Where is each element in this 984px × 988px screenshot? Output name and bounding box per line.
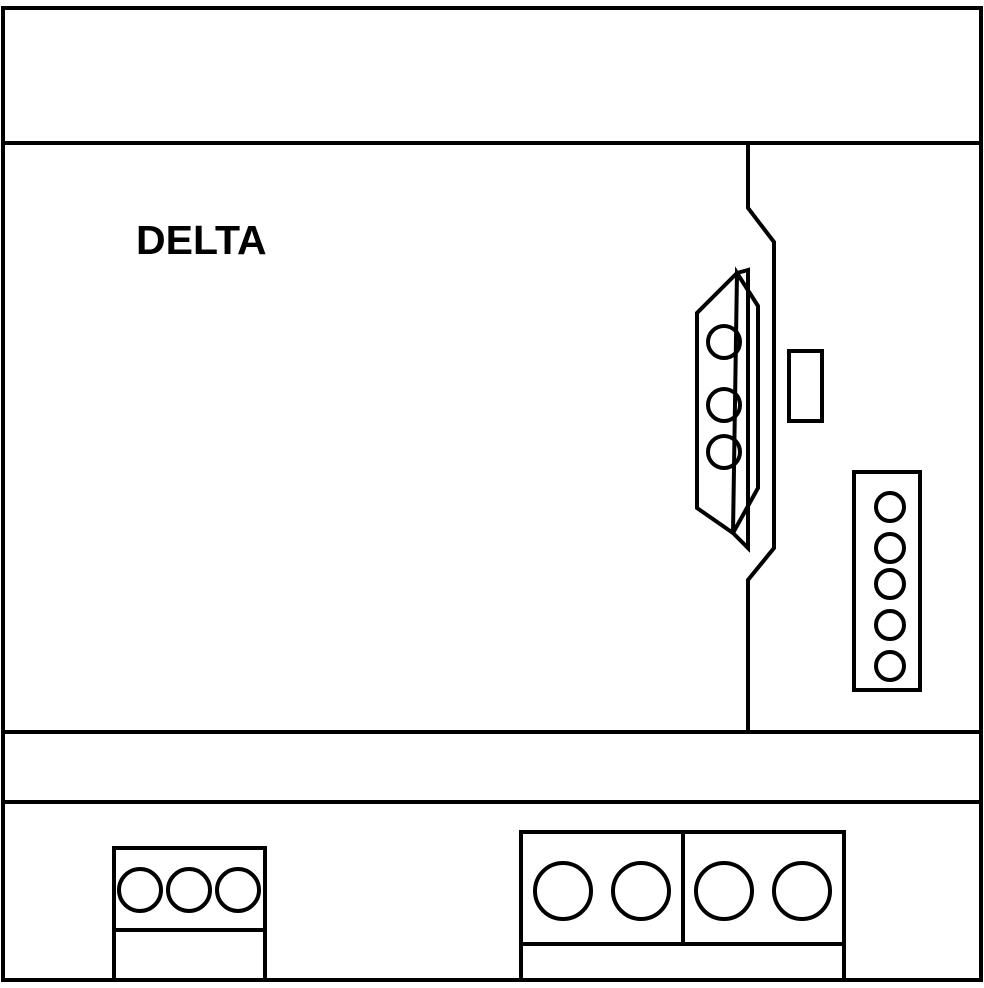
led-1 [874, 491, 906, 523]
led-3 [874, 568, 906, 600]
left-terminal-screws [117, 867, 261, 913]
led-2 [874, 532, 906, 564]
serial-port[interactable] [695, 266, 760, 553]
serial-port-face [731, 266, 760, 534]
mode-switch[interactable] [787, 349, 824, 423]
front-panel-divider [746, 143, 776, 732]
serial-pin-2 [706, 387, 742, 423]
right-terminal-block[interactable] [519, 830, 846, 982]
serial-pin-3 [706, 434, 742, 470]
led-indicators [874, 491, 906, 682]
led-5 [874, 650, 906, 682]
right-terminal-screw-3 [694, 861, 754, 921]
right-terminal-screw-4 [772, 861, 832, 921]
serial-pin-1 [706, 324, 742, 360]
module-housing [1, 6, 983, 982]
serial-port-pins [706, 324, 742, 470]
led-4 [874, 609, 906, 641]
left-terminal-frame [112, 846, 267, 982]
right-terminal-screws [533, 861, 832, 921]
brand-label: DELTA [136, 217, 267, 263]
right-terminal-screw-1 [533, 861, 593, 921]
left-terminal-screw-1 [117, 867, 163, 913]
led-indicator-panel [852, 470, 922, 692]
led-panel-frame [852, 470, 922, 692]
left-terminal-block[interactable] [112, 846, 267, 982]
left-terminal-screw-2 [166, 867, 212, 913]
right-terminal-screw-2 [611, 861, 671, 921]
left-terminal-screw-3 [215, 867, 261, 913]
